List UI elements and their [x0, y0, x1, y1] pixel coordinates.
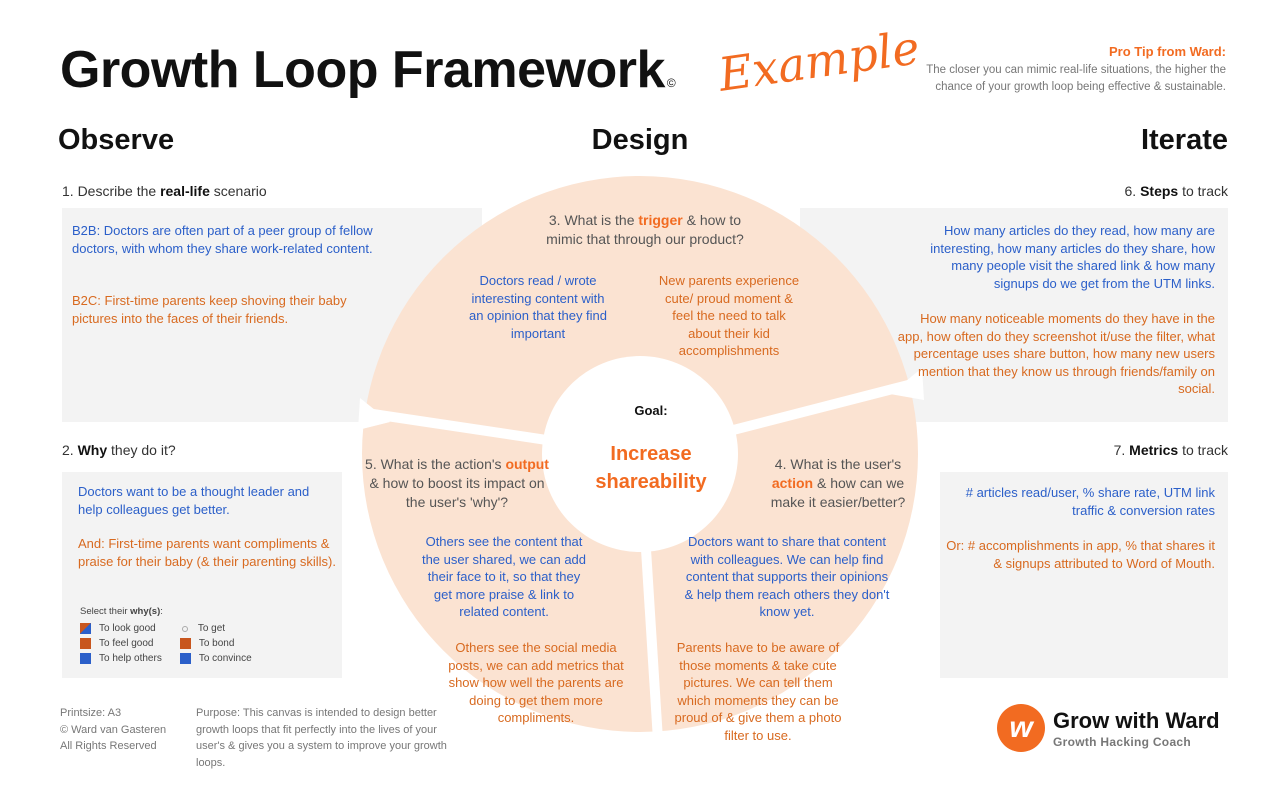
- brand-logo-icon: w: [997, 704, 1045, 752]
- goal-circle: [542, 356, 738, 552]
- why-legend: Select their why(s): To look good To fee…: [80, 604, 300, 666]
- brand-name: Grow with Ward: [1053, 708, 1220, 733]
- observe-heading: Observe: [58, 124, 175, 156]
- q1-b2b-text: B2B: Doctors are often part of a peer gr…: [72, 223, 373, 256]
- legend-item-bond[interactable]: To bond: [179, 636, 252, 651]
- legend-item-look-good[interactable]: To look good: [80, 621, 162, 636]
- q4-heading: 4. What is the user's action & how can w…: [770, 456, 906, 510]
- q5-blue-text: Others see the content that the user sha…: [421, 534, 587, 619]
- legend-item-help-others[interactable]: To help others: [80, 651, 162, 666]
- pro-tip-text: The closer you can mimic real-life situa…: [926, 64, 1226, 93]
- q4-orange-text: Parents have to be aware of those moment…: [674, 640, 842, 743]
- page-title: Growth Loop Framework©: [60, 41, 676, 99]
- legend-item-feel-good[interactable]: To feel good: [80, 636, 162, 651]
- author: © Ward van Gasteren: [60, 723, 167, 736]
- example-label: Example: [715, 20, 923, 102]
- q7-heading: 7. Metrics to track: [1113, 442, 1228, 458]
- q4-blue-text: Doctors want to share that content with …: [684, 534, 890, 619]
- goal-text-line-2: shareability: [595, 471, 707, 493]
- footer-purpose: Purpose: This canvas is intended to desi…: [196, 707, 447, 769]
- legend-title: Select their why(s):: [80, 606, 163, 617]
- q5-orange-text: Others see the social media posts, we ca…: [448, 640, 624, 725]
- q2-blue-text: Doctors want to be a thought leader and …: [78, 484, 310, 517]
- q6-blue-text: How many articles do they read, how many…: [930, 223, 1215, 291]
- design-loop-diagram: [358, 176, 924, 773]
- legend-item-convince[interactable]: To convince: [179, 651, 252, 666]
- iterate-panel-bottom: [940, 472, 1228, 678]
- q7-blue-text: # articles read/user, % share rate, UTM …: [965, 485, 1215, 518]
- q3-blue-text: Doctors read / wrote interesting content…: [468, 273, 608, 341]
- q1-b2c-text: B2C: First-time parents keep shoving the…: [72, 293, 347, 326]
- q6-orange-text: How many noticeable moments do they have…: [897, 311, 1215, 396]
- footer-credits: Printsize: A3 © Ward van Gasteren All Ri…: [60, 705, 166, 755]
- pro-tip-title: Pro Tip from Ward:: [1109, 44, 1226, 59]
- goal-text-line-1: Increase: [610, 443, 692, 465]
- q3-orange-text: New parents experience cute/ proud momen…: [658, 273, 800, 358]
- observe-panel-bottom: [62, 472, 342, 678]
- legend-item-get[interactable]: To get: [180, 621, 252, 636]
- goal-label: Goal:: [634, 403, 668, 418]
- brand-subtitle: Growth Hacking Coach: [1053, 735, 1192, 749]
- design-heading: Design: [591, 124, 689, 156]
- q2-heading: 2. Why they do it?: [62, 442, 176, 458]
- q3-heading: 3. What is the trigger & how to mimic th…: [546, 212, 744, 247]
- q7-orange-text: Or: # accomplishments in app, % that sha…: [946, 538, 1215, 571]
- q2-orange-text: And: First-time parents want compliments…: [78, 536, 336, 569]
- q1-heading: 1. Describe the real-life scenario: [62, 183, 267, 199]
- iterate-heading: Iterate: [1140, 124, 1228, 156]
- q5-heading: 5. What is the action's output & how to …: [365, 456, 549, 510]
- print-size: Printsize: A3: [60, 707, 122, 719]
- rights: All Rights Reserved: [60, 740, 157, 752]
- q6-heading: 6. Steps to track: [1124, 183, 1229, 199]
